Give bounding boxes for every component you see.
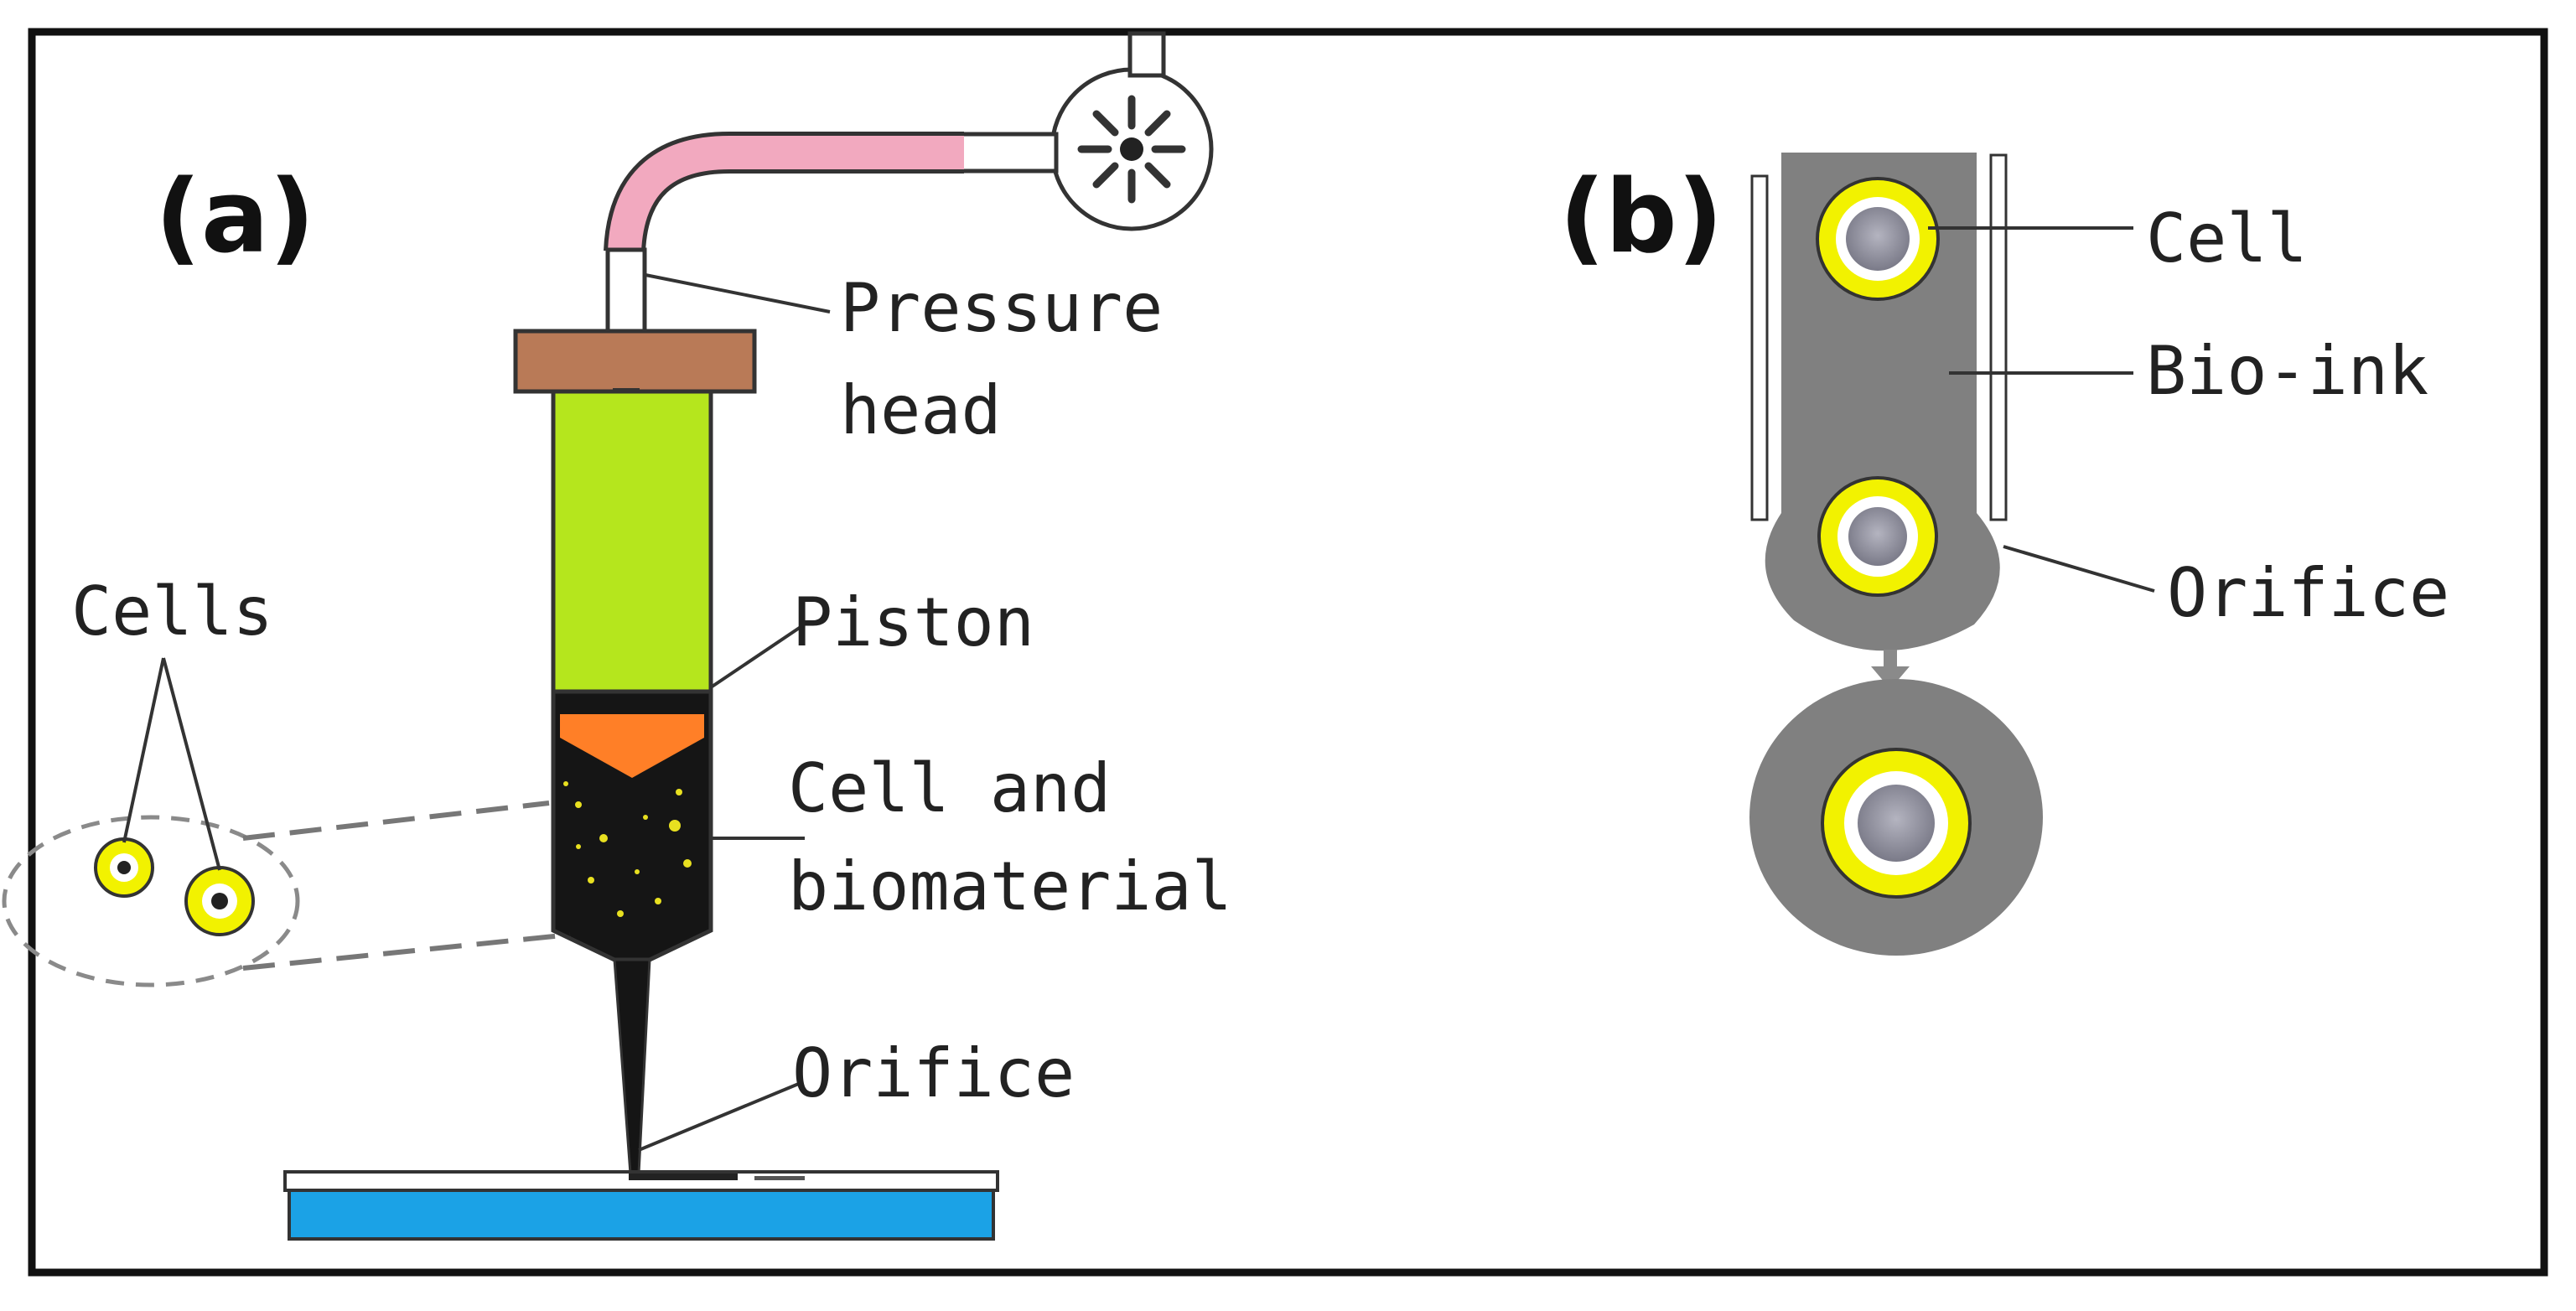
- cell-in-channel-icon: [1816, 177, 1940, 301]
- callout-cell: Cell: [2146, 200, 2308, 277]
- pressure-head-connector: [605, 247, 647, 336]
- cell-a-icon: [94, 837, 154, 898]
- pressure-pump-icon: [953, 31, 1214, 231]
- cells-zoom-inset: [2, 801, 571, 987]
- panel-a-label: (a): [155, 159, 315, 276]
- syringe-reservoir: [551, 389, 713, 694]
- pressure-head-cap: [513, 329, 757, 394]
- panel-a: (a): [2, 31, 1232, 1241]
- callout-piston: Piston: [792, 583, 1034, 661]
- callout-cells: Cells: [71, 573, 273, 650]
- cell-at-orifice-icon: [1817, 476, 1938, 597]
- figure-frame: [28, 28, 2548, 1277]
- cell-b-icon: [184, 866, 255, 936]
- callout-pressure-head: Pressure: [840, 269, 1163, 347]
- arrow-down-icon: [1871, 650, 1910, 689]
- nozzle-wall-left: [1750, 174, 1769, 521]
- callout-bio-ink: Bio-ink: [2146, 332, 2428, 410]
- callout-cell-biomaterial-line2: biomaterial: [788, 847, 1232, 925]
- ejected-droplet: [1749, 679, 2043, 956]
- panel-a-leader-lines: [122, 273, 831, 1152]
- panel-b-leader-lines: [1928, 226, 2155, 593]
- callout-pressure-head-line2: head: [840, 371, 1002, 449]
- panel-b-label: (b): [1559, 159, 1723, 276]
- nozzle-wall-right: [1989, 153, 2008, 521]
- callout-orifice-b: Orifice: [2167, 554, 2449, 632]
- piston: [560, 714, 704, 778]
- callout-orifice-a: Orifice: [792, 1034, 1075, 1112]
- callout-cell-biomaterial: Cell and: [788, 749, 1111, 827]
- panel-b: (b): [1559, 153, 2449, 956]
